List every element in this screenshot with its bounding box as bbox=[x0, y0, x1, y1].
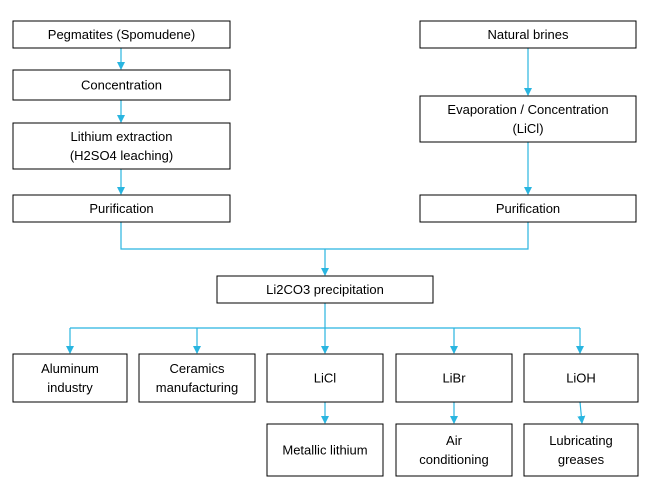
evaporation-box bbox=[419, 95, 637, 143]
arrow-lioh-greases bbox=[577, 401, 586, 424]
natural-brines-box bbox=[419, 20, 637, 49]
li2co3-node: Li2CO3 precipitation bbox=[216, 275, 434, 304]
ceramics-label: Ceramics bbox=[170, 361, 225, 376]
metallic-lithium-box bbox=[266, 423, 384, 477]
pegmatites-node: Pegmatites (Spomudene) bbox=[12, 20, 231, 49]
libr-box bbox=[395, 353, 513, 403]
lithium-extraction-label: Lithium extraction bbox=[71, 129, 173, 144]
purification-left-node: Purification bbox=[12, 194, 231, 223]
lithium-extraction-box bbox=[12, 122, 231, 170]
air-conditioning-label: Air bbox=[446, 433, 463, 448]
aluminum-node: Aluminum industry bbox=[12, 353, 128, 403]
lubricating-greases-node: Lubricating greases bbox=[523, 423, 639, 477]
lubricating-greases-label: Lubricating bbox=[549, 433, 613, 448]
connector-purification-merge bbox=[120, 222, 529, 250]
metallic-lithium-node: Metallic lithium bbox=[266, 423, 384, 477]
purification-right-box bbox=[419, 194, 637, 223]
li2co3-box bbox=[216, 275, 434, 304]
connectors bbox=[66, 48, 586, 424]
purification-right-label: Purification bbox=[496, 201, 560, 216]
licl-label: LiCl bbox=[314, 371, 337, 386]
licl-node: LiCl bbox=[266, 353, 384, 403]
evaporation-label: Evaporation / Concentration bbox=[447, 102, 608, 117]
libr-node: LiBr bbox=[395, 353, 513, 403]
lithium-extraction-node: Lithium extraction (H2SO4 leaching) bbox=[12, 122, 231, 170]
lithium-extraction-label: (H2SO4 leaching) bbox=[70, 148, 173, 163]
natural-brines-node: Natural brines bbox=[419, 20, 637, 49]
concentration-node: Concentration bbox=[12, 69, 231, 101]
purification-left-box bbox=[12, 194, 231, 223]
pegmatites-box bbox=[12, 20, 231, 49]
pegmatites-label: Pegmatites (Spomudene) bbox=[48, 27, 195, 42]
evaporation-node: Evaporation / Concentration (LiCl) bbox=[419, 95, 637, 143]
purification-right-node: Purification bbox=[419, 194, 637, 223]
air-conditioning-node: Air conditioning bbox=[395, 423, 513, 477]
natural-brines-label: Natural brines bbox=[488, 27, 569, 42]
metallic-lithium-label: Metallic lithium bbox=[282, 443, 367, 458]
ceramics-node: Ceramics manufacturing bbox=[138, 353, 256, 403]
air-conditioning-label: conditioning bbox=[419, 452, 488, 467]
lioh-label: LiOH bbox=[566, 371, 596, 386]
libr-label: LiBr bbox=[442, 371, 466, 386]
lubricating-greases-label: greases bbox=[558, 452, 605, 467]
licl-box bbox=[266, 353, 384, 403]
air-conditioning-box bbox=[395, 423, 513, 477]
evaporation-label: (LiCl) bbox=[512, 121, 543, 136]
concentration-label: Concentration bbox=[81, 78, 162, 93]
lubricating-greases-box bbox=[523, 423, 639, 477]
aluminum-label: industry bbox=[47, 380, 93, 395]
lioh-node: LiOH bbox=[523, 353, 639, 403]
ceramics-box bbox=[138, 353, 256, 403]
ceramics-label: manufacturing bbox=[156, 380, 238, 395]
concentration-box bbox=[12, 69, 231, 101]
purification-left-label: Purification bbox=[89, 201, 153, 216]
li2co3-label: Li2CO3 precipitation bbox=[266, 282, 384, 297]
aluminum-label: Aluminum bbox=[41, 361, 99, 376]
lioh-box bbox=[523, 353, 639, 403]
boxes: Pegmatites (Spomudene) ConcentrationLithi… bbox=[12, 20, 639, 477]
aluminum-box bbox=[12, 353, 128, 403]
